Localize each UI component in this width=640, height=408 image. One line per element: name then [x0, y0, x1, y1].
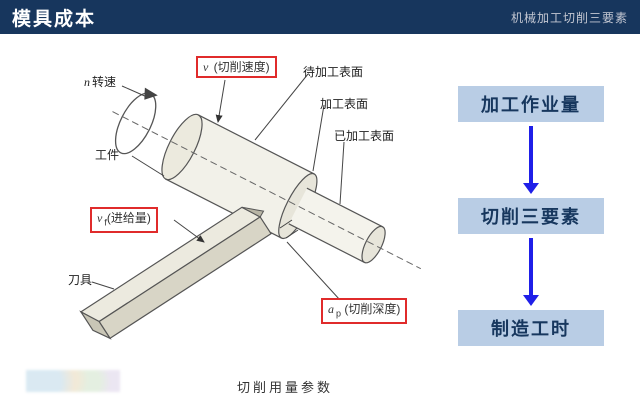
center-axis	[112, 111, 422, 270]
label-surface-machining: 加工表面	[320, 97, 369, 111]
page-title: 模具成本	[12, 8, 97, 30]
symbol-v: v	[97, 211, 103, 225]
header-bar: 模具成本 机械加工切削三要素	[0, 0, 640, 34]
rotation-arrow-icon	[144, 87, 158, 100]
leader-lines	[91, 73, 345, 301]
label-workpiece: 工件	[95, 148, 120, 162]
machining-diagram	[79, 73, 422, 340]
label-text: (进给量)	[106, 211, 151, 225]
header-subtitle: 机械加工切削三要素	[510, 10, 628, 25]
symbol-n: n	[84, 75, 90, 89]
flow-box-three-elements: 切削三要素	[458, 198, 604, 234]
label-text: (切削深度)	[341, 302, 401, 316]
label-surface-machined: 已加工表面	[334, 129, 395, 143]
label-text: 转速	[92, 75, 117, 89]
label-surface-to-machine: 待加工表面	[303, 65, 364, 79]
flow-box-workload: 加工作业量	[458, 86, 604, 122]
label-cutting-speed: v (切削速度)	[196, 56, 277, 78]
watermark	[26, 370, 120, 392]
label-text: (切削速度)	[210, 60, 270, 74]
flow-box-man-hours: 制造工时	[458, 310, 604, 346]
label-tool: 刀具	[68, 273, 93, 287]
symbol-sub-p: p	[336, 308, 342, 319]
symbol-sub-f: f	[104, 217, 107, 228]
down-arrow-icon-2	[523, 238, 539, 306]
symbol-v: v	[203, 60, 209, 74]
symbol-a: a	[328, 302, 334, 316]
cutting-tool-shape	[79, 206, 272, 340]
down-arrow-icon-1	[523, 126, 539, 194]
diagram-caption: 切削用量参数	[236, 380, 333, 395]
